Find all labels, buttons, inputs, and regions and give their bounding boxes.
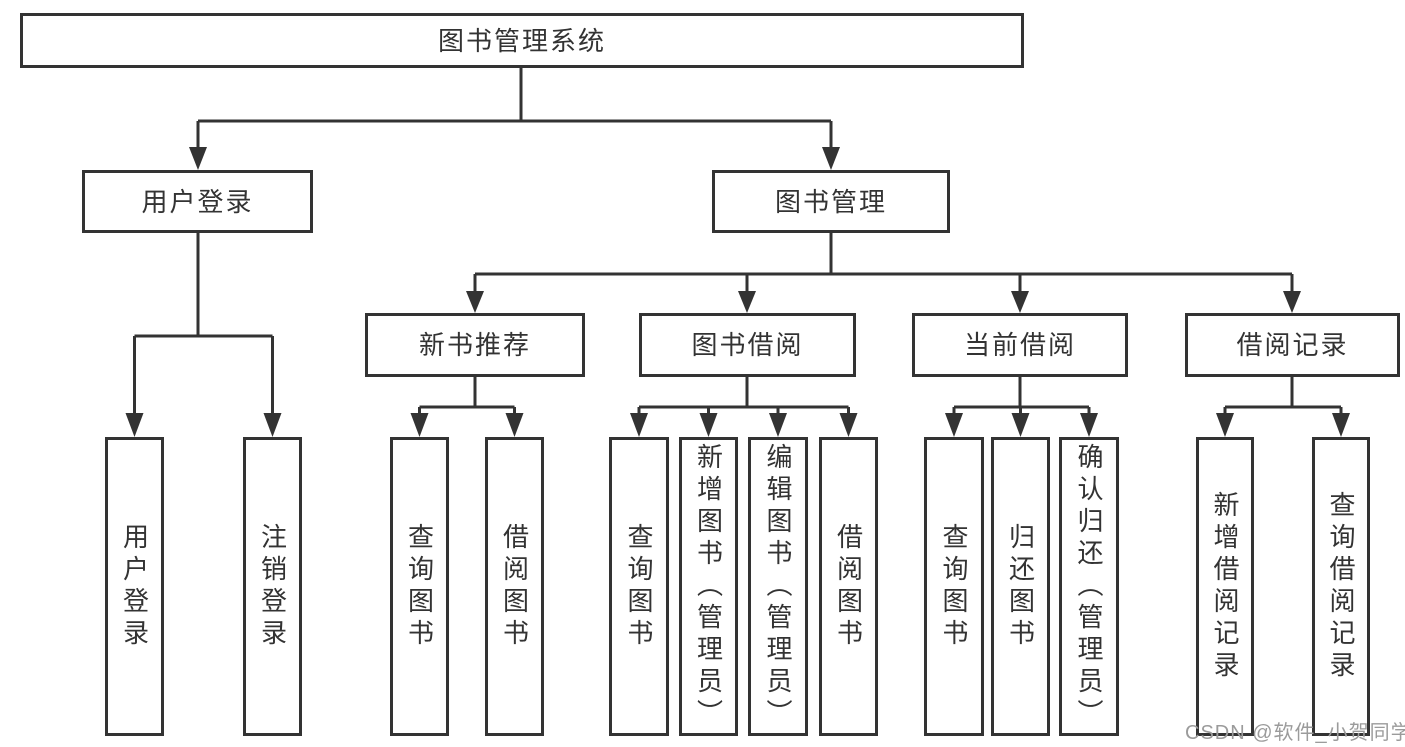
node-library-management-system: 图书管理系统 bbox=[20, 13, 1024, 68]
node-label: 图书管理 bbox=[774, 186, 887, 217]
arrow-down-icon bbox=[945, 413, 963, 437]
arrow-down-icon bbox=[1011, 413, 1030, 437]
arrow-down-icon bbox=[1332, 413, 1350, 437]
leaf-label: 查询图书 bbox=[624, 522, 654, 651]
node-label: 新书推荐 bbox=[418, 330, 531, 360]
leaf-return-books: 归还图书 bbox=[991, 437, 1050, 736]
node-user-login: 用户登录 bbox=[82, 170, 313, 233]
leaf-label: 新增借阅记录 bbox=[1210, 490, 1240, 683]
leaf-label: 注销登录 bbox=[257, 522, 288, 651]
node-current-borrowing: 当前借阅 bbox=[912, 313, 1128, 377]
node-label: 图书管理系统 bbox=[437, 25, 606, 56]
leaf-label: 借阅图书 bbox=[499, 522, 530, 651]
arrow-down-icon bbox=[1283, 291, 1301, 313]
leaf-borrow-books: 借阅图书 bbox=[819, 437, 878, 736]
leaf-add-books-admin: 新增图书（管理员） bbox=[679, 437, 738, 736]
leaf-edit-books-admin: 编辑图书（管理员） bbox=[748, 437, 808, 736]
arrow-down-icon bbox=[839, 413, 858, 437]
leaf-label: 新增图书（管理员） bbox=[693, 442, 724, 731]
leaf-query-books-recommend: 查询图书 bbox=[390, 437, 449, 736]
arrow-down-icon bbox=[822, 147, 840, 170]
leaf-add-borrow-record: 新增借阅记录 bbox=[1196, 437, 1254, 736]
arrow-down-icon bbox=[466, 291, 484, 313]
arrow-down-icon bbox=[189, 147, 207, 170]
leaf-logout: 注销登录 bbox=[243, 437, 302, 736]
leaf-label: 归还图书 bbox=[1005, 522, 1036, 651]
leaf-label: 查询借阅记录 bbox=[1326, 490, 1356, 683]
node-borrow-records: 借阅记录 bbox=[1185, 313, 1400, 377]
arrow-down-icon bbox=[738, 291, 756, 313]
leaf-query-books-borrowing: 查询图书 bbox=[609, 437, 669, 736]
arrow-down-icon bbox=[1216, 413, 1234, 437]
node-label: 当前借阅 bbox=[963, 330, 1076, 360]
leaf-query-books-current: 查询图书 bbox=[924, 437, 984, 736]
leaf-label: 查询图书 bbox=[939, 522, 969, 651]
arrow-down-icon bbox=[1011, 291, 1029, 313]
arrow-down-icon bbox=[505, 413, 524, 437]
arrow-down-icon bbox=[699, 413, 718, 437]
arrow-down-icon bbox=[630, 413, 648, 437]
arrow-down-icon bbox=[263, 413, 282, 437]
node-label: 借阅记录 bbox=[1236, 330, 1349, 360]
connector-lines bbox=[133, 66, 1343, 414]
leaf-borrow-books-recommend: 借阅图书 bbox=[485, 437, 544, 736]
leaf-label: 用户登录 bbox=[119, 522, 150, 651]
node-label: 用户登录 bbox=[141, 186, 254, 217]
node-label: 图书借阅 bbox=[691, 330, 804, 360]
arrow-down-icon bbox=[125, 413, 144, 437]
node-book-borrowing: 图书借阅 bbox=[639, 313, 856, 377]
leaf-label: 编辑图书（管理员） bbox=[763, 442, 793, 731]
leaf-query-borrow-record: 查询借阅记录 bbox=[1312, 437, 1370, 736]
csdn-watermark: CSDN @软件_小贺同学 bbox=[1185, 722, 1405, 744]
leaf-label: 借阅图书 bbox=[833, 522, 864, 651]
arrow-down-icon bbox=[769, 413, 787, 437]
leaf-label: 确认归还（管理员） bbox=[1074, 442, 1104, 731]
arrow-down-icon bbox=[410, 413, 429, 437]
node-book-management: 图书管理 bbox=[712, 170, 950, 233]
arrow-down-icon bbox=[1080, 413, 1098, 437]
leaf-label: 查询图书 bbox=[404, 522, 435, 651]
leaf-confirm-return-admin: 确认归还（管理员） bbox=[1059, 437, 1119, 736]
node-new-book-recommend: 新书推荐 bbox=[365, 313, 585, 377]
leaf-user-login: 用户登录 bbox=[105, 437, 164, 736]
